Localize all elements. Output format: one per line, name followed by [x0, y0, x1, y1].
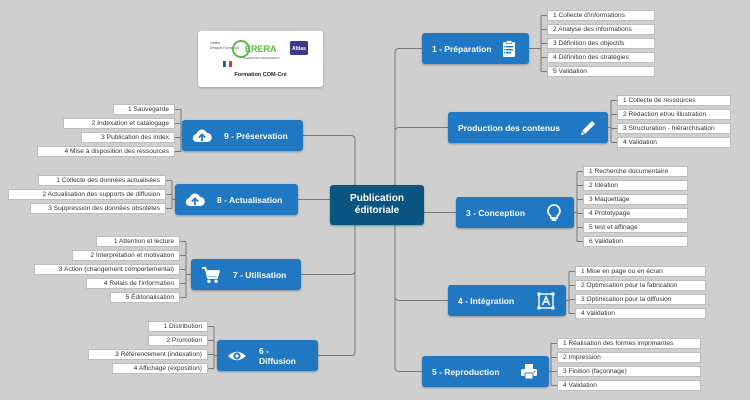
leaf-item[interactable]: 2 Actualisation des supports de diffusio…	[8, 189, 166, 200]
leaf-item[interactable]: 3 Finition (façonnage)	[557, 366, 701, 377]
shopping-cart-icon	[202, 266, 220, 283]
leaf-item[interactable]: 2 Impression	[557, 352, 701, 363]
lightbulb-icon	[547, 203, 561, 221]
branch-node-production[interactable]: Production des contenus	[448, 112, 608, 143]
logo-mark-text: CFI	[275, 56, 280, 60]
cloud-upload-icon	[192, 129, 212, 142]
branch-label: 6 - Diffusion	[259, 345, 296, 366]
leaf-item[interactable]: 3 Suppression des données obsolètes	[30, 203, 166, 214]
leaf-item[interactable]: 3 Maquettage	[583, 194, 688, 205]
leaf-item[interactable]: 1 Collecte de ressources	[617, 95, 731, 106]
afdas-logo	[290, 41, 308, 55]
erera-logo-ring	[232, 40, 250, 58]
branch-node-preparation[interactable]: 1 - Préparation	[422, 33, 529, 64]
leaf-item[interactable]: 6 Validation	[583, 236, 688, 247]
branch-label: 1 - Préparation	[432, 43, 492, 54]
branch-label: 4 - Intégration	[458, 295, 515, 306]
leaf-item[interactable]: 1 Distribution	[148, 321, 208, 332]
branch-node-integration[interactable]: 4 - Intégration	[448, 285, 566, 316]
leaf-item[interactable]: 5 Éditorialisation	[110, 292, 180, 303]
institution-logos: Institut Desport Formation ERERA CLERMON…	[210, 40, 308, 68]
cloud-upload-icon	[185, 193, 205, 206]
link-center-to-diffusion	[318, 205, 356, 356]
leaf-item[interactable]: 2 Optimisation pour la fabrication	[575, 280, 706, 291]
logo-mark-text: Institut	[210, 41, 220, 45]
flag-blue	[223, 61, 226, 67]
leaf-item[interactable]: 5 test et affinage	[583, 222, 688, 233]
leaf-item[interactable]: 1 Attention et lecture	[96, 236, 180, 247]
link-center-to-reproduction	[394, 205, 422, 372]
pencil-icon	[581, 120, 595, 135]
leaf-item[interactable]: 3 Structuration - hiérarchisation	[617, 123, 731, 134]
branch-label: 3 - Conception	[466, 207, 526, 218]
leaf-item[interactable]: 1 Sauvegarde	[113, 104, 175, 115]
logo-mark-text: Desport Formation	[210, 46, 239, 50]
central-topic-label: Publication éditoriale	[350, 193, 404, 216]
leaf-item[interactable]: 4 Relais de l'information	[86, 278, 180, 289]
leaf-item[interactable]: 4 Validation	[575, 308, 706, 319]
logo-mark-text: CLERMONT-FERRAND	[243, 56, 276, 60]
logo-caption: Formation COM-Cré	[234, 72, 287, 78]
leaf-item[interactable]: 4 Affichage (exposition)	[112, 363, 208, 374]
branch-node-preservation[interactable]: 9 - Préservation	[182, 120, 303, 151]
leaf-item[interactable]: 1 Collecte des données actualisées	[38, 175, 166, 186]
eye-icon	[228, 351, 246, 360]
central-topic-node[interactable]: Publication éditoriale	[330, 185, 424, 225]
branch-node-reproduction[interactable]: 5 - Reproduction	[422, 356, 549, 387]
leaf-item[interactable]: 1 Réalisation des formes imprimantes	[557, 338, 701, 349]
leaf-item[interactable]: 2 Idéation	[583, 180, 688, 191]
leaf-item[interactable]: 4 Mise à disposition des ressources	[37, 146, 175, 157]
leaf-item[interactable]: 3 Optimisation pour la diffusion	[575, 294, 706, 305]
branch-label: Production des contenus	[458, 122, 561, 133]
leaf-item[interactable]: 3 Définition des objectifs	[547, 38, 655, 49]
logo-card: Institut Desport Formation ERERA CLERMON…	[198, 31, 323, 87]
branch-node-utilisation[interactable]: 7 - Utilisation	[191, 259, 301, 290]
leaf-item[interactable]: 3 Publication des index	[81, 132, 175, 143]
flag-red	[229, 61, 232, 67]
leaf-item[interactable]: 4 Prototypage	[583, 208, 688, 219]
leaf-item[interactable]: 1 Mise en page ou en écran	[575, 266, 706, 277]
leaf-item[interactable]: 3 Action (changement comportemental)	[34, 264, 180, 275]
leaf-item[interactable]: 2 Interprétation et motivation	[72, 250, 180, 261]
clipboard-icon	[503, 39, 515, 57]
link-center-to-preparation	[394, 48, 422, 205]
logo-mark-text: Afdas	[292, 46, 306, 52]
branch-node-actualisation[interactable]: 8 - Actualisation	[175, 184, 298, 215]
leaf-item[interactable]: 4 Définition des stratégies	[547, 52, 655, 63]
branch-node-diffusion[interactable]: 6 - Diffusion	[217, 340, 318, 371]
leaf-item[interactable]: 1 Recherche documentaire	[583, 166, 688, 177]
branch-label: 8 - Actualisation	[217, 194, 283, 205]
leaf-item[interactable]: 4 Validation	[557, 380, 701, 391]
leaf-item[interactable]: 5 Validation	[547, 66, 655, 77]
leaf-item[interactable]: 4 Validation	[617, 137, 731, 148]
leaf-item[interactable]: 2 Rédaction et/ou illustration	[617, 109, 731, 120]
text-frame-icon	[537, 292, 555, 309]
branch-label: 5 - Reproduction	[432, 366, 500, 377]
printer-icon	[521, 363, 537, 379]
leaf-item[interactable]: 2 Promotion	[148, 335, 208, 346]
branch-label: 9 - Préservation	[224, 130, 288, 141]
branch-label: 7 - Utilisation	[233, 269, 287, 280]
leaf-item[interactable]: 1 Collecte d'informations	[547, 10, 655, 21]
leaf-item[interactable]: 2 Indexation et catalogage	[63, 118, 175, 129]
flag-white	[225, 60, 230, 68]
leaf-item[interactable]: 3 Référencement (indexation)	[88, 349, 208, 360]
logo-mark-text: ERERA	[245, 44, 277, 54]
branch-node-conception[interactable]: 3 - Conception	[456, 197, 574, 228]
leaf-item[interactable]: 2 Analyse des informations	[547, 24, 655, 35]
